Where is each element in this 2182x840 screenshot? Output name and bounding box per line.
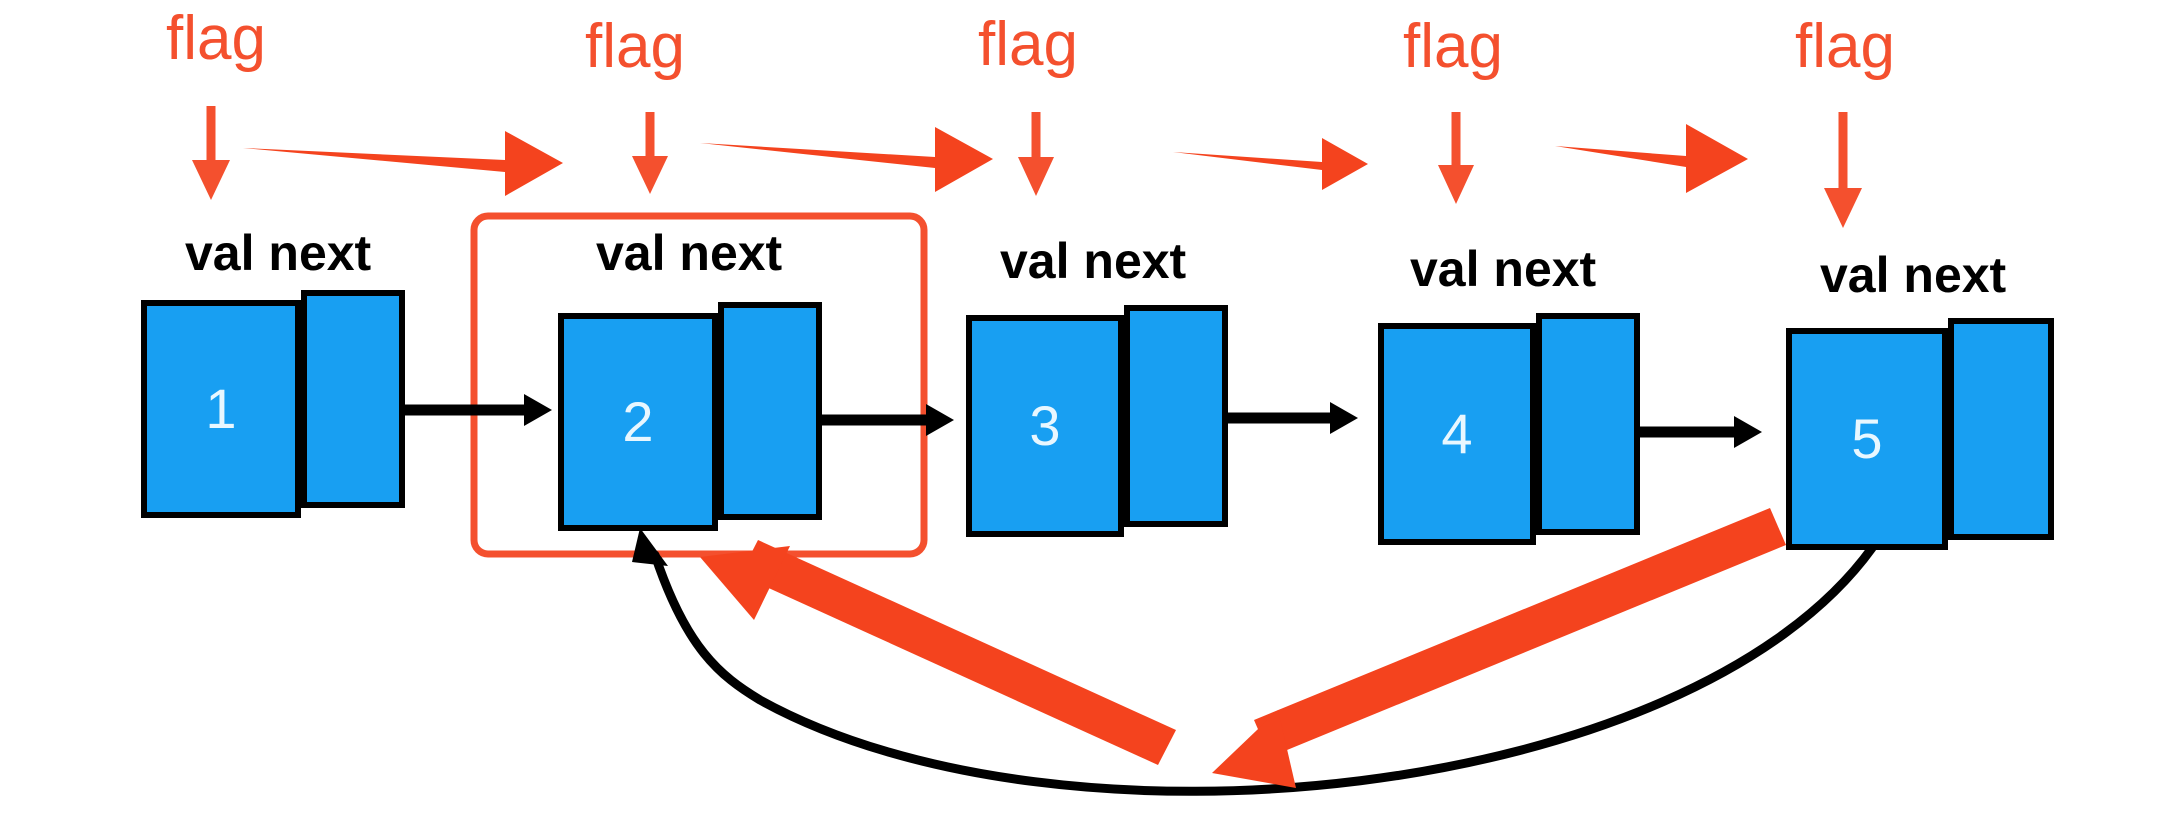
node-2-next-cell [718, 302, 822, 520]
node-1-value: 1 [205, 377, 237, 440]
node-3-val-cell: 3 [966, 315, 1124, 537]
field-label-node-5: val next [1820, 247, 2007, 303]
red-back-arrow-right [1212, 508, 1786, 788]
node-2-value: 2 [622, 390, 654, 453]
node-1-val-cell: 1 [141, 300, 301, 518]
flag-pointer-arrow-5 [1824, 112, 1862, 228]
node-4-next-cell [1536, 313, 1640, 535]
node-1-next-cell [301, 290, 405, 508]
field-label-node-3: val next [1000, 233, 1187, 289]
flag-pointer-arrows [192, 106, 1862, 228]
node-5-value: 5 [1851, 407, 1883, 470]
red-back-arrow-left [700, 540, 1176, 765]
flag-pointer-arrow-1 [192, 106, 230, 200]
flag-pointer-arrow-4 [1438, 112, 1474, 204]
flag-pointer-arrow-2 [632, 112, 668, 194]
node-2-val-cell: 2 [558, 313, 718, 531]
flag-advance-arrow-1 [243, 131, 563, 196]
flag-pointer-arrow-3 [1018, 112, 1054, 196]
field-label-node-2: val next [596, 225, 783, 281]
node-5-val-cell: 5 [1786, 328, 1948, 550]
flag-label-1: flag [166, 4, 266, 73]
flag-label-2: flag [585, 12, 685, 81]
field-label-node-1: val next [185, 225, 372, 281]
cycle-back-edge [632, 528, 1877, 796]
node-4-val-cell: 4 [1378, 323, 1536, 545]
flag-advance-arrow-2 [700, 127, 993, 192]
flag-label-3: flag [978, 10, 1078, 79]
node-5-next-cell [1948, 318, 2054, 540]
flag-advance-arrow-3 [1173, 138, 1368, 190]
flag-advance-arrow-4 [1555, 124, 1748, 193]
field-label-node-4: val next [1410, 241, 1597, 297]
flag-advance-arrows [243, 124, 1748, 196]
node-3-value: 3 [1029, 394, 1061, 457]
node-3-next-cell [1124, 305, 1228, 527]
flag-label-4: flag [1403, 12, 1503, 81]
highlight-box-node-2 [470, 212, 928, 558]
flag-label-5: flag [1795, 12, 1895, 81]
node-4-value: 4 [1441, 402, 1473, 465]
red-back-arrows [700, 508, 1786, 788]
